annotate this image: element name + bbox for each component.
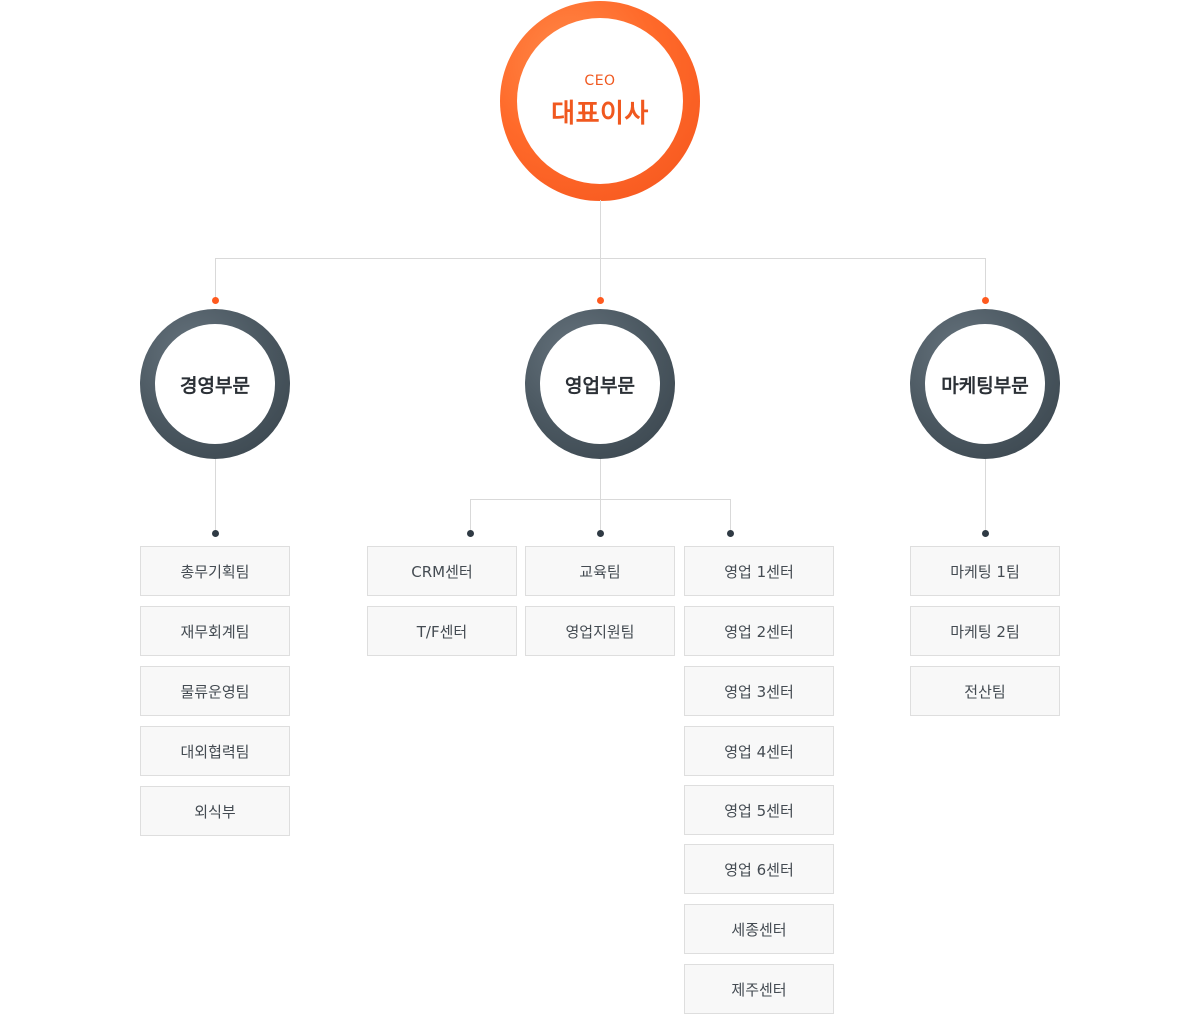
ceo-title: 대표이사 [551, 98, 649, 129]
connector-to-management [215, 258, 216, 298]
team-box: 영업 3센터 [684, 666, 834, 716]
connector-to-marketing [985, 258, 986, 298]
division-marketing-label: 마케팅부문 [941, 374, 1029, 397]
team-box: 마케팅 2팀 [910, 606, 1060, 656]
connector-dot-marketing-teams [982, 530, 989, 537]
connector-dot-management-teams [212, 530, 219, 537]
connector-sales-down [600, 459, 601, 531]
connector-dot-sales-group-3 [727, 530, 734, 537]
team-box: 영업 6센터 [684, 844, 834, 894]
team-box: 영업 1센터 [684, 546, 834, 596]
division-management-inner: 경영부문 [155, 324, 275, 444]
division-marketing: 마케팅부문 [910, 309, 1060, 459]
team-box: 세종센터 [684, 904, 834, 954]
team-box: 영업 2센터 [684, 606, 834, 656]
connector-ceo-down [600, 200, 601, 258]
team-box: 외식부 [140, 786, 290, 836]
team-box: T/F센터 [367, 606, 517, 656]
team-box: 영업 4센터 [684, 726, 834, 776]
team-box: 물류운영팀 [140, 666, 290, 716]
division-management: 경영부문 [140, 309, 290, 459]
connector-dot-sales-group-2 [597, 530, 604, 537]
connector-management-down [215, 459, 216, 531]
connector-dot-management [212, 297, 219, 304]
division-sales-inner: 영업부문 [540, 324, 660, 444]
team-box: 제주센터 [684, 964, 834, 1014]
team-box: 영업지원팀 [525, 606, 675, 656]
team-box: 대외협력팀 [140, 726, 290, 776]
division-sales-label: 영업부문 [565, 374, 635, 397]
team-box: 영업 5센터 [684, 785, 834, 835]
connector-sales-left [470, 499, 471, 531]
connector-to-sales [600, 258, 601, 298]
connector-sales-right [730, 499, 731, 531]
division-sales: 영업부문 [525, 309, 675, 459]
division-marketing-inner: 마케팅부문 [925, 324, 1045, 444]
connector-dot-marketing [982, 297, 989, 304]
division-management-label: 경영부문 [180, 374, 250, 397]
team-box: 전산팀 [910, 666, 1060, 716]
ceo-small-label: CEO [584, 72, 616, 89]
team-box: 총무기획팀 [140, 546, 290, 596]
team-box: 마케팅 1팀 [910, 546, 1060, 596]
connector-dot-sales [597, 297, 604, 304]
connector-sales-horizontal [470, 499, 731, 500]
team-box: CRM센터 [367, 546, 517, 596]
ceo-node-inner: CEO 대표이사 [517, 18, 683, 184]
ceo-node: CEO 대표이사 [500, 1, 700, 201]
team-box: 재무회계팀 [140, 606, 290, 656]
connector-dot-sales-group-1 [467, 530, 474, 537]
team-box: 교육팀 [525, 546, 675, 596]
connector-marketing-down [985, 459, 986, 531]
